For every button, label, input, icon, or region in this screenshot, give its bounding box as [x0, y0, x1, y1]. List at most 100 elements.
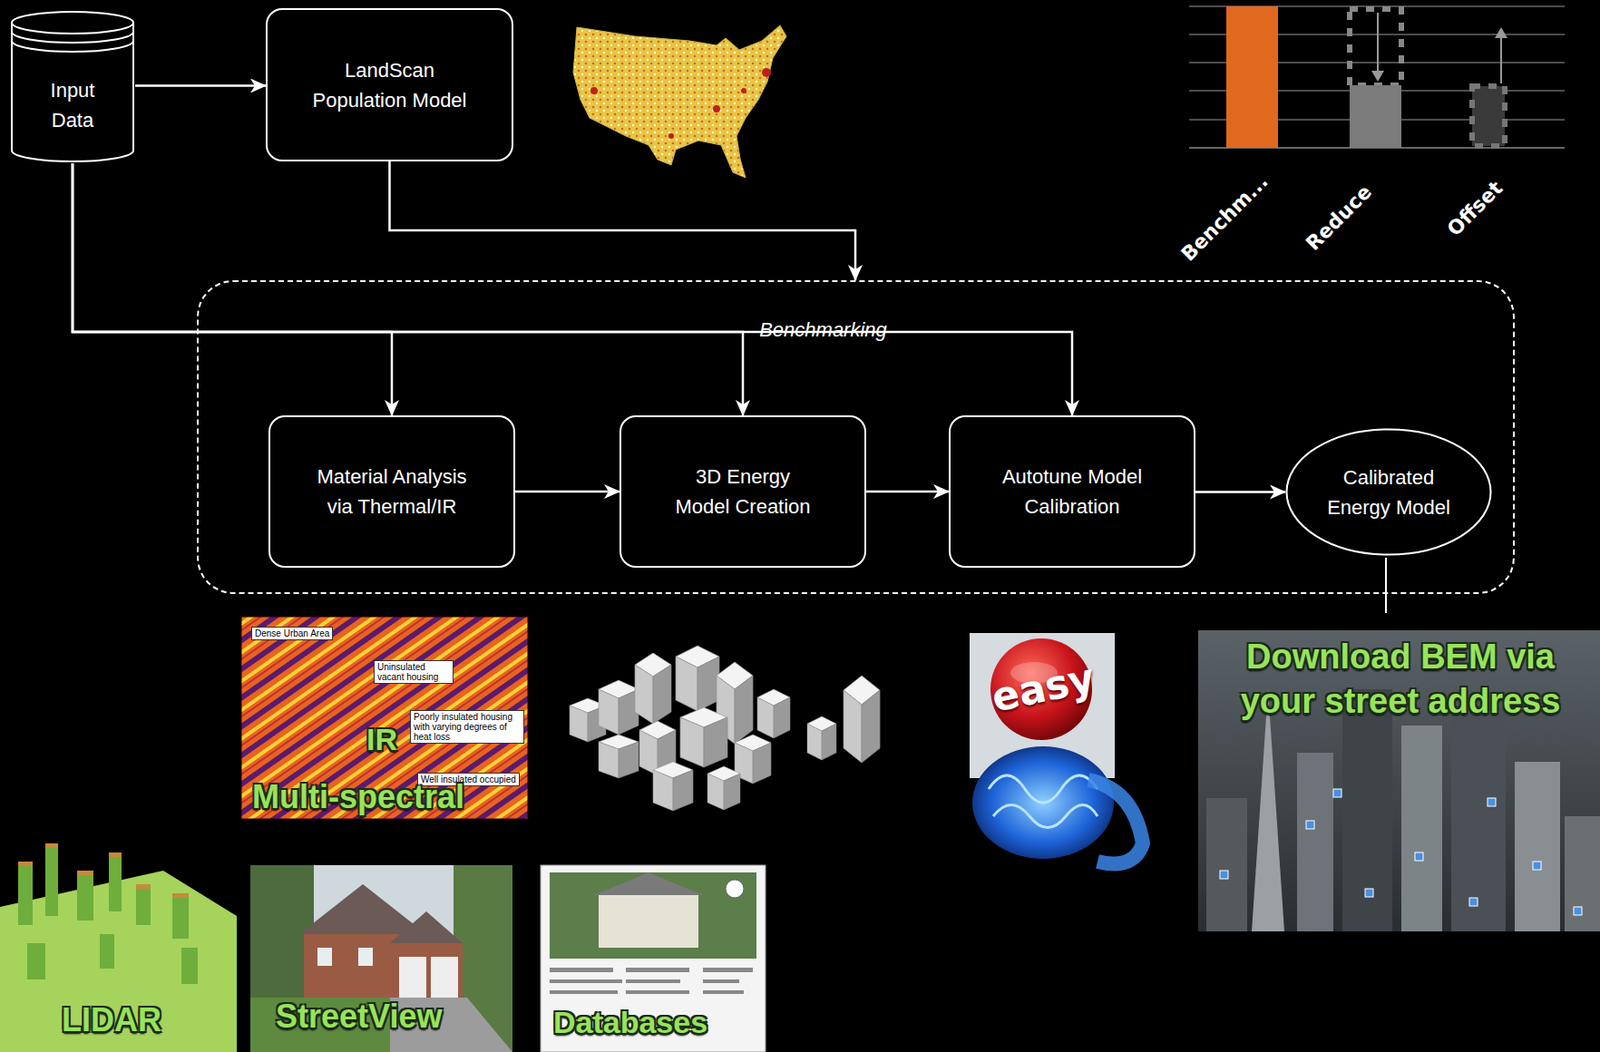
thermal-ir-image-part	[241, 616, 528, 820]
city-image-part	[1206, 798, 1248, 932]
result-ellipse: Calibrated Energy Model	[1285, 428, 1493, 557]
city-image-part	[1451, 707, 1506, 932]
database-image	[540, 865, 766, 1052]
streetview-image	[250, 865, 513, 1052]
image-caption: LIDAR	[61, 1001, 162, 1040]
streetview-image-part	[358, 947, 373, 966]
lidar-image-part-part	[136, 884, 151, 926]
node-label: 3D Energy Model Creation	[670, 461, 816, 522]
reduction-chart-part	[1371, 70, 1385, 82]
city-image	[1198, 630, 1600, 932]
database-image-part-part	[625, 967, 690, 973]
3d-blocks-part	[598, 680, 639, 735]
city-image-part	[1564, 816, 1600, 932]
3d-blocks-part	[634, 653, 672, 724]
image-note: Dense Urban Area	[251, 626, 333, 641]
database-image-part	[725, 879, 744, 898]
image-caption: Databases	[553, 1004, 708, 1041]
connector-arrow	[515, 490, 620, 494]
database-image-part	[598, 893, 699, 948]
lidar-image-part-part	[108, 852, 122, 858]
streetview-image-part	[399, 956, 427, 998]
database-image-part	[549, 872, 757, 959]
lidar-image	[0, 843, 237, 1052]
lidar-image-part-part	[45, 843, 59, 849]
streetview-image-part	[317, 947, 332, 966]
city-image-part-part	[1532, 861, 1542, 870]
easy-brain-image-part	[972, 746, 1114, 859]
lidar-image-part-part	[18, 861, 33, 867]
lidar-image-part-part	[99, 934, 115, 969]
us-map-part	[668, 133, 674, 139]
outline	[1287, 429, 1492, 556]
city-image-part	[1219, 789, 1582, 916]
node-label: Material Analysis via Thermal/IR	[310, 461, 474, 522]
image-caption: Download BEM via your street address	[1206, 634, 1595, 725]
lidar-image-part-part	[77, 870, 94, 921]
axis-label: Offset	[1443, 176, 1508, 242]
city-image-part-part	[1469, 897, 1478, 907]
process-box: LandScan Population Model	[265, 8, 514, 162]
region-title: Benchmarking	[165, 314, 1481, 345]
lidar-image-part-part	[77, 870, 94, 876]
reduction-chart-part	[1226, 6, 1279, 148]
process-box: 3D Energy Model Creation	[619, 415, 867, 568]
lidar-image-part-part	[136, 884, 151, 889]
image-note: Uninsulated vacant housing	[373, 660, 454, 684]
reduction-chart-part	[1494, 27, 1508, 39]
connector-arrow	[866, 490, 949, 494]
3d-blocks-part	[598, 734, 639, 779]
axis-label: Reduce	[1301, 180, 1376, 255]
process-box: Autotune Model Calibration	[948, 415, 1196, 568]
easy-brain-image-part	[988, 775, 1098, 803]
leader-line	[1385, 557, 1387, 614]
process-box: Material Analysis via Thermal/IR	[268, 415, 516, 568]
node-label: Autotune Model Calibration	[999, 461, 1145, 522]
lidar-image-part-part	[108, 852, 122, 912]
reduction-chart-part	[1376, 12, 1379, 73]
us-map-part	[761, 68, 771, 78]
connector-arrow	[1195, 490, 1286, 494]
us-map	[573, 25, 787, 178]
3d-blocks-part	[843, 675, 880, 763]
3d-blocks-part	[680, 707, 728, 768]
streetview-image-part	[250, 865, 513, 1052]
lidar-image-part-part	[172, 893, 189, 898]
image-caption: IR	[366, 721, 398, 758]
us-map-part	[712, 105, 721, 113]
lidar-image-part	[18, 843, 198, 985]
3d-blocks	[569, 645, 880, 811]
city-image-part	[1342, 689, 1393, 932]
city-image-part	[1514, 761, 1561, 932]
connector-arrow	[72, 163, 1073, 416]
lidar-image-part-part	[45, 843, 59, 917]
reduction-chart-part	[1349, 9, 1402, 86]
database-image-part-part	[625, 990, 690, 995]
easy-brain-image-part	[1088, 780, 1143, 865]
city-image-part-part	[1333, 789, 1342, 798]
easy-brain-image-part	[993, 805, 1098, 829]
node-label: Input Data	[31, 75, 114, 136]
database-image-part-part	[549, 967, 614, 973]
reduction-chart-part	[1500, 36, 1503, 84]
connector-arrow	[72, 163, 743, 416]
lidar-image-part-part	[27, 943, 46, 980]
city-image-part-part	[1219, 870, 1229, 879]
city-image-part	[1251, 689, 1285, 932]
reduction-chart-part	[1472, 86, 1505, 147]
us-map-part	[741, 87, 747, 94]
city-image-part	[1297, 752, 1334, 932]
3d-blocks-part	[757, 689, 791, 739]
connector-arrow	[72, 163, 392, 416]
streetview-image-part	[299, 884, 427, 935]
database-image-part	[540, 865, 766, 1052]
database-image-part-part	[702, 967, 753, 973]
connector-arrow	[135, 84, 266, 88]
connector-arrow	[390, 161, 857, 281]
city-image-part-part	[1306, 820, 1315, 830]
us-map-part	[573, 25, 787, 178]
lidar-image-part-part	[181, 947, 198, 985]
lidar-image-part-part	[172, 893, 189, 939]
benchmarking-region: BenchmarkingMaterial Analysis via Therma…	[196, 280, 1515, 595]
